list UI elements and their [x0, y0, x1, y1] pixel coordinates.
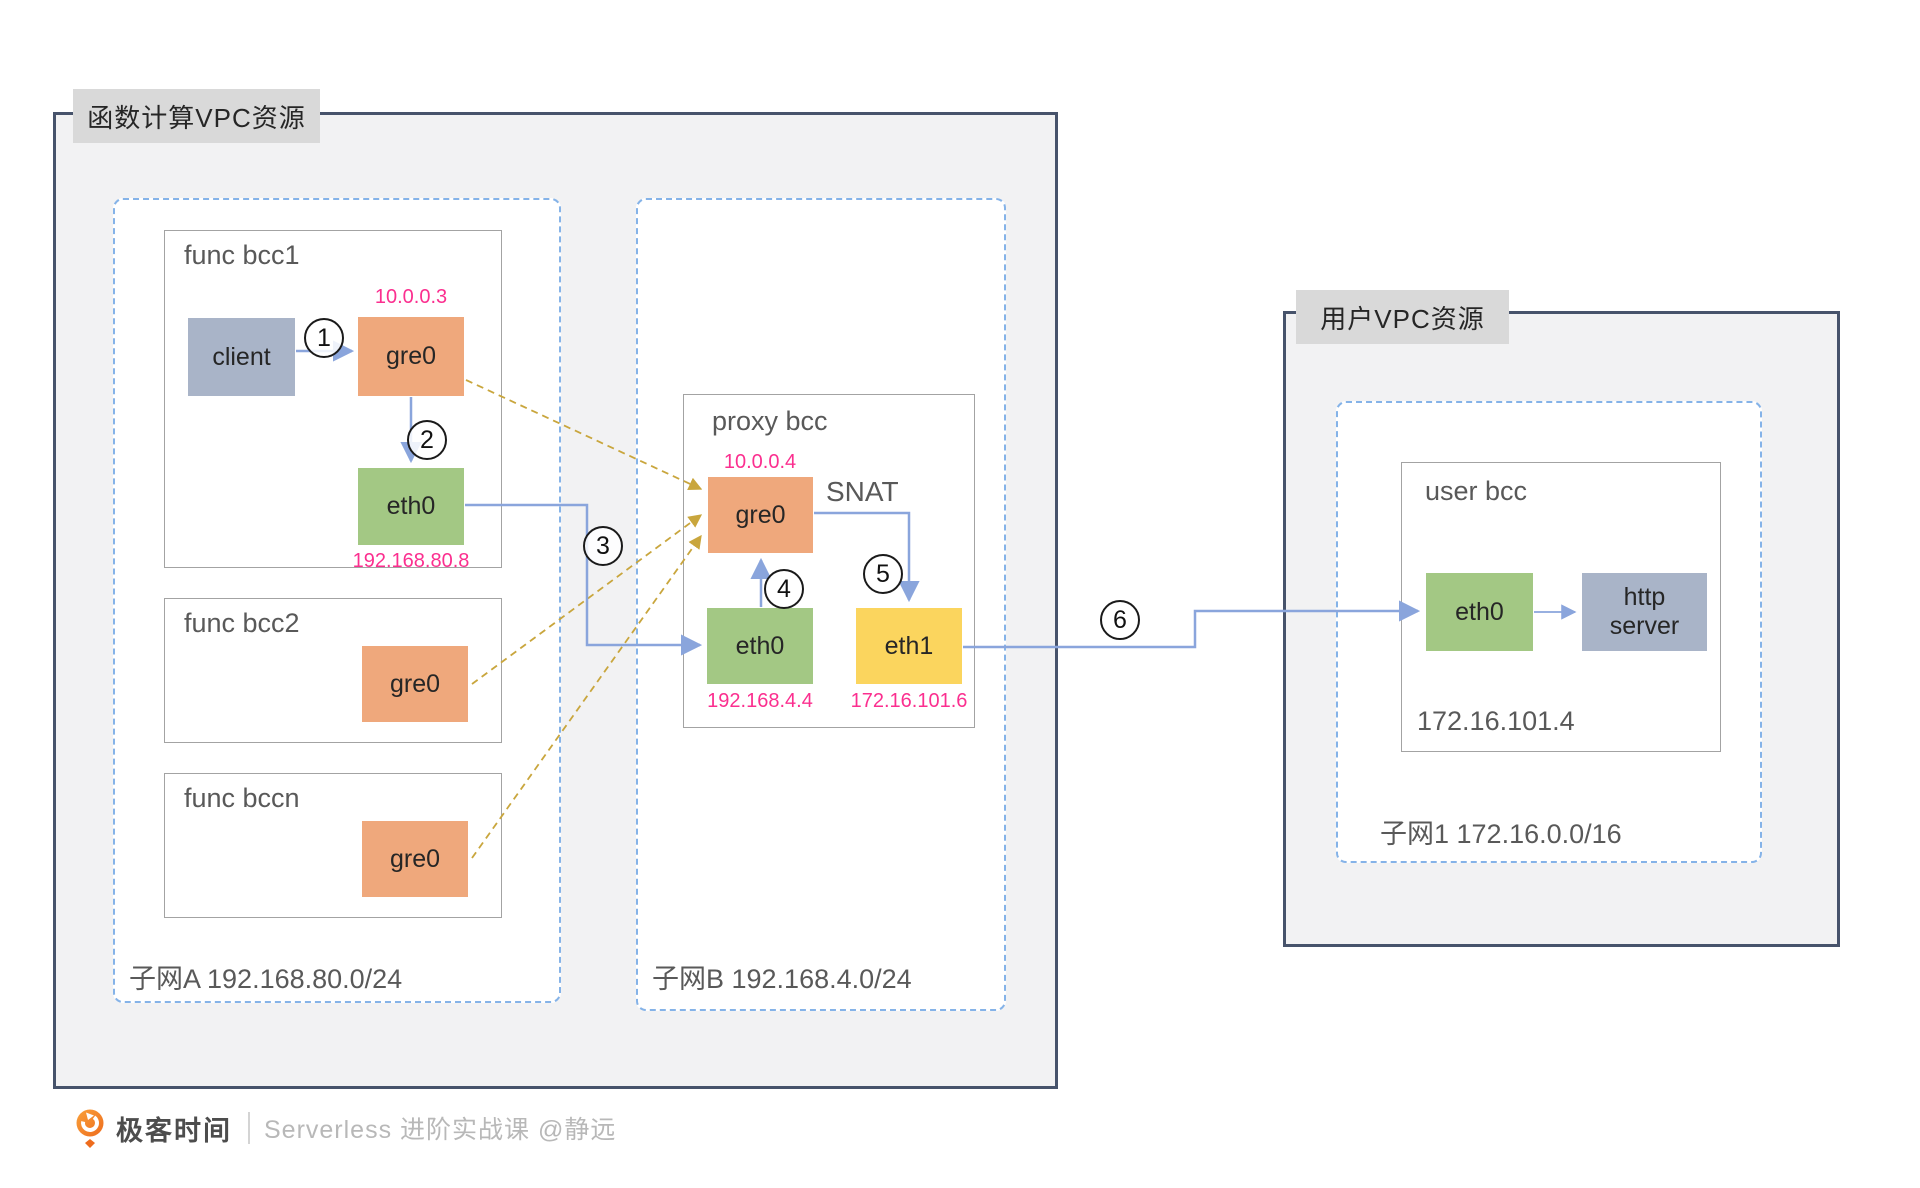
gre0-bcc1-ip: 10.0.0.3 — [374, 286, 448, 308]
subnet-b-label: 子网B 192.168.4.0/24 — [652, 964, 912, 994]
gre0-proxy-node: gre0 — [708, 477, 813, 553]
eth0-bcc1-node: eth0 — [358, 468, 464, 545]
step-3-badge: 3 — [583, 526, 623, 566]
step-4-badge: 4 — [764, 569, 804, 609]
proxy-bcc-title: proxy bcc — [712, 406, 828, 436]
eth0-proxy-ip: 192.168.4.4 — [707, 690, 813, 712]
snat-label: SNAT — [826, 476, 899, 507]
step-5-badge: 5 — [863, 554, 903, 594]
eth0-bcc1-ip: 192.168.80.8 — [352, 550, 470, 572]
eth0-proxy-node: eth0 — [707, 608, 813, 684]
gre0-bccn-node: gre0 — [362, 821, 468, 897]
footer-course: Serverless 进阶实战课 @静远 — [264, 1116, 617, 1144]
eth1-proxy-ip: 172.16.101.6 — [850, 690, 968, 712]
user-bcc-title: user bcc — [1425, 476, 1528, 506]
user-vpc-label: 用户VPC资源 — [1296, 290, 1509, 344]
eth0-user-node: eth0 — [1426, 573, 1533, 651]
func-bcc1-title: func bcc1 — [184, 240, 300, 270]
function-vpc-label: 函数计算VPC资源 — [73, 89, 320, 143]
func-bcc2-title: func bcc2 — [184, 608, 300, 638]
user-bcc-ip: 172.16.101.4 — [1417, 706, 1575, 736]
step-1-badge: 1 — [304, 318, 344, 358]
geektime-logo-icon — [76, 1109, 104, 1148]
gre0-proxy-ip: 10.0.0.4 — [723, 451, 797, 473]
footer-brand: 极客时间 — [116, 1115, 232, 1146]
step-6-badge: 6 — [1100, 600, 1140, 640]
step-2-badge: 2 — [407, 420, 447, 460]
footer: 极客时间 Serverless 进阶实战课 @静远 — [72, 1106, 616, 1150]
gre0-bcc1-node: gre0 — [358, 317, 464, 396]
http-server-node: http server — [1582, 573, 1707, 651]
eth1-proxy-node: eth1 — [856, 608, 962, 684]
subnet-a-label: 子网A 192.168.80.0/24 — [129, 964, 403, 994]
client-node: client — [188, 318, 295, 396]
subnet-1-label: 子网1 172.16.0.0/16 — [1380, 819, 1622, 849]
footer-divider — [248, 1112, 250, 1144]
func-bccn-title: func bccn — [184, 783, 300, 813]
gre0-bcc2-node: gre0 — [362, 646, 468, 722]
